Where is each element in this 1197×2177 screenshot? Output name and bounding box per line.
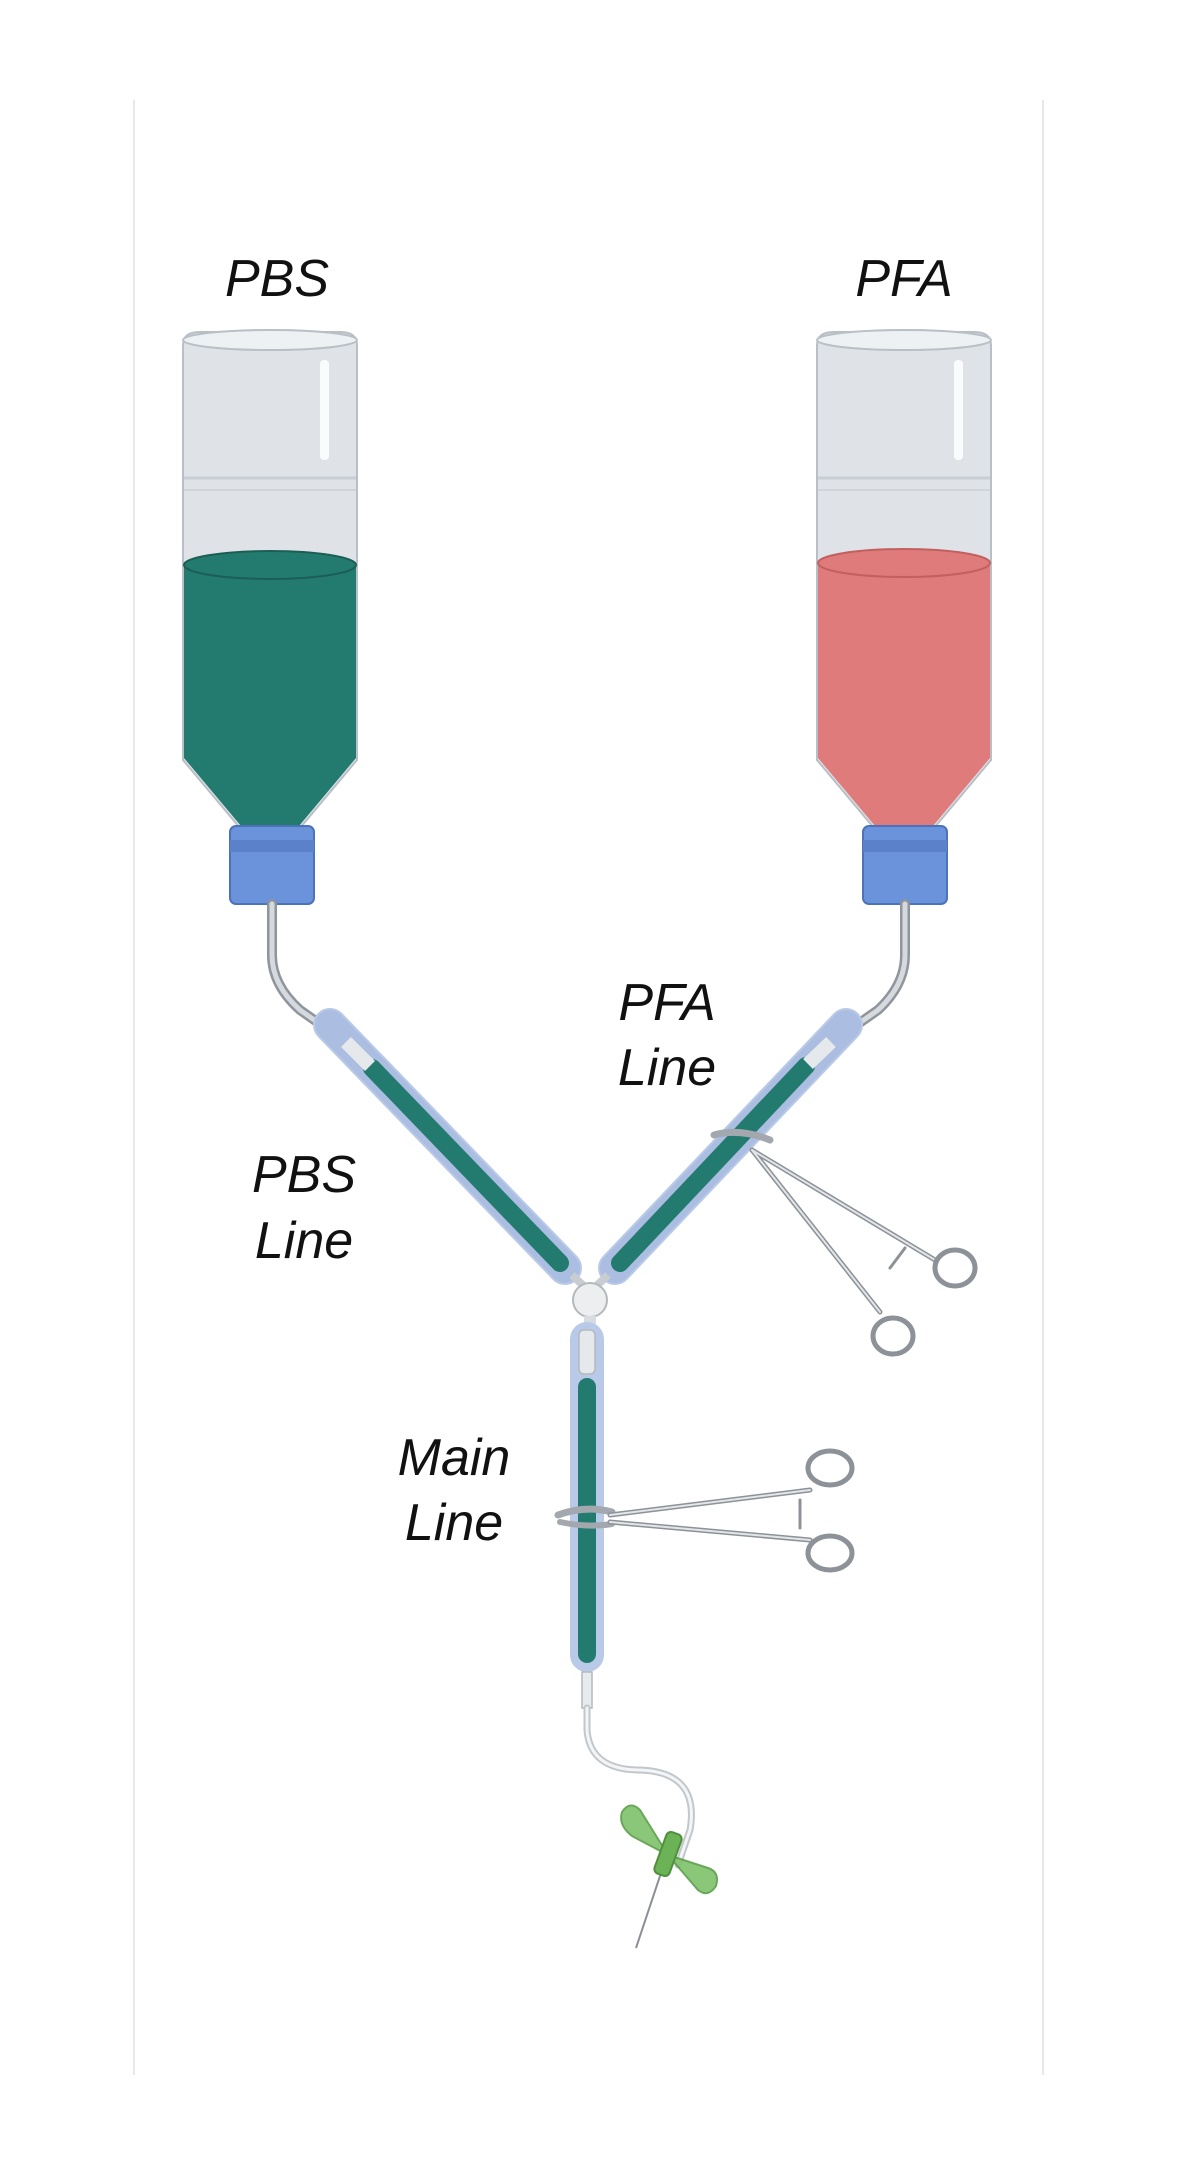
pbs-line-label-2: Line bbox=[255, 1212, 353, 1270]
needle-hub bbox=[653, 1830, 683, 1878]
pbs-metal-connector-core bbox=[269, 901, 363, 1055]
pfa-cap-band bbox=[863, 840, 947, 852]
pfa-line-fluid bbox=[611, 1057, 815, 1272]
needle-wing-right bbox=[664, 1852, 718, 1895]
pbs-line-fluid bbox=[363, 1059, 569, 1272]
pfa-fluid-surface bbox=[817, 548, 991, 578]
needle-wing-left bbox=[620, 1804, 671, 1858]
pfa-bottle-highlight bbox=[954, 360, 963, 460]
main-line-outlet bbox=[581, 1671, 593, 1709]
pfa-metal-connector-core bbox=[815, 901, 908, 1055]
pbs-fluid-surface bbox=[183, 550, 357, 580]
main-line-label-1: Main bbox=[398, 1429, 511, 1487]
pbs-line-tube bbox=[313, 1008, 582, 1285]
pfa-bottle-top bbox=[816, 329, 992, 351]
pfa-bottle bbox=[816, 329, 992, 905]
pbs-bottle-label: PBS bbox=[225, 250, 329, 308]
needle-shaft bbox=[635, 1869, 663, 1949]
butterfly-needle-icon bbox=[620, 1804, 718, 1949]
main-line-fluid bbox=[578, 1378, 596, 1663]
main-line-label-2: Line bbox=[405, 1494, 503, 1552]
pfa-bottle-label: PFA bbox=[855, 250, 952, 308]
main-line-tube bbox=[570, 1322, 604, 1709]
needle-tubing-core bbox=[585, 1706, 693, 1867]
pfa-bottle-cap bbox=[862, 825, 948, 905]
pbs-fluid bbox=[184, 562, 356, 826]
main-line-clamp-icon bbox=[554, 1448, 855, 1573]
pbs-line-fitting bbox=[341, 1037, 375, 1071]
pbs-bottle bbox=[182, 329, 358, 905]
pfa-line-clamp-icon bbox=[710, 1128, 978, 1357]
pfa-line-tube bbox=[598, 1008, 863, 1285]
main-line-fitting bbox=[578, 1329, 596, 1375]
pfa-fluid bbox=[818, 562, 990, 826]
pbs-cap-band bbox=[230, 840, 314, 852]
pbs-bottle-top bbox=[182, 329, 358, 351]
pbs-bottle-highlight bbox=[320, 360, 329, 460]
pfa-line-label-1: PFA bbox=[618, 974, 715, 1032]
pfa-line-label-2: Line bbox=[618, 1039, 716, 1097]
pbs-line-label-1: PBS bbox=[252, 1146, 356, 1204]
pfa-line-fitting bbox=[803, 1036, 836, 1070]
pbs-bottle-cap bbox=[229, 825, 315, 905]
